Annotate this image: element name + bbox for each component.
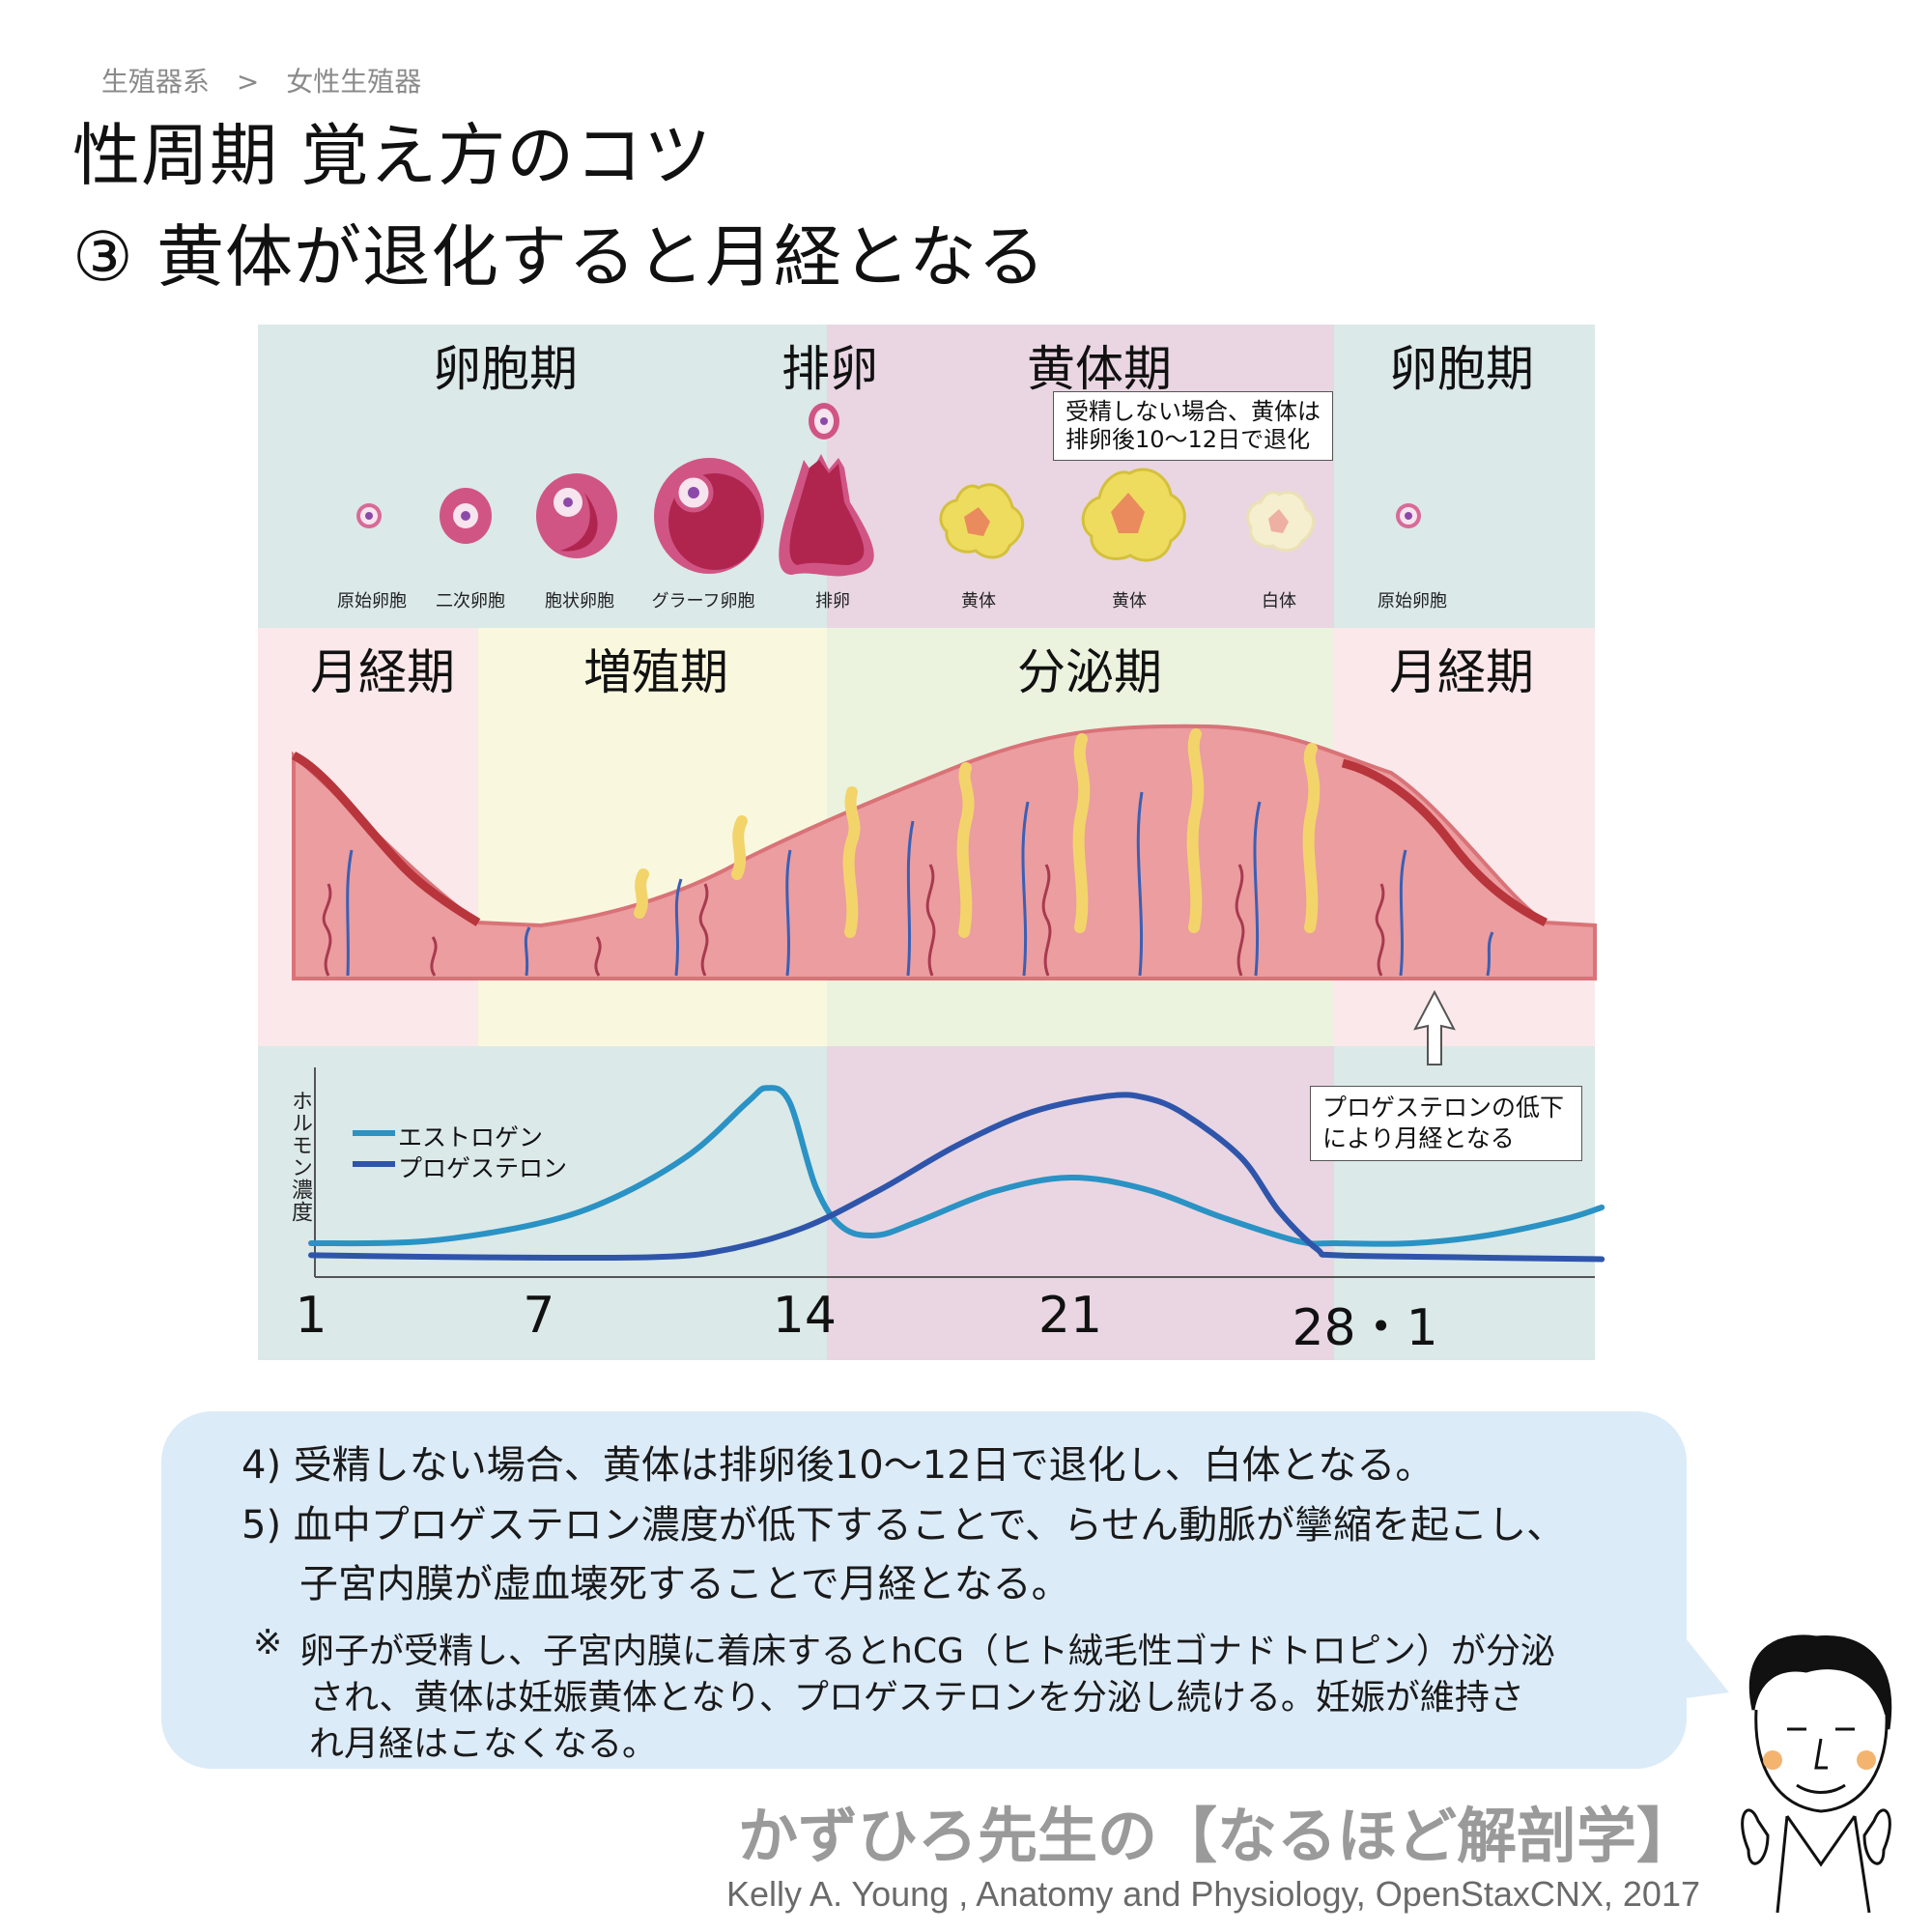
y-axis-label: ホルモン濃度 [288, 1090, 312, 1223]
page-title: 性周期 覚え方のコツ [72, 116, 713, 195]
explanation-line-5b: 子宮内膜が虚血壊死することで月経となる。 [299, 1562, 1070, 1606]
hormone-chart [308, 1067, 1605, 1278]
page-subtitle: ③ 黄体が退化すると月経となる [72, 217, 1046, 297]
progesterone-line [308, 1092, 1605, 1263]
note-line: 受精しない場合、黄体は [1065, 398, 1321, 425]
phase-label-ovulation: 排卵 [781, 341, 878, 397]
note-line-2: され、黄体は妊娠黄体となり、プロゲステロンを分泌し続ける。妊娠が維持さ [309, 1678, 1524, 1718]
ovulation-icon [779, 403, 874, 577]
breadcrumb: 生殖器系 > 女性生殖器 [84, 29, 448, 99]
follicle-label: 二次卵胞 [436, 591, 505, 611]
corpus-luteum-note: 受精しない場合、黄体は 排卵後10〜12日で退化 [1053, 391, 1333, 461]
legend-estrogen: エストロゲン [398, 1123, 544, 1151]
hormone-follicular-band [258, 1046, 827, 1360]
phase-label-menstrual: 月経期 [310, 644, 455, 700]
corpus-albicans-icon [1246, 491, 1316, 553]
graafian-follicle-icon [654, 458, 764, 574]
phase-label-secretory: 分泌期 [1017, 644, 1162, 700]
breadcrumb-item-female-reproductive[interactable]: 女性生殖器 [286, 66, 422, 98]
up-arrow-icon [1413, 989, 1456, 1065]
follicle-label: 原始卵胞 [337, 591, 407, 611]
x-tick-label: 28・1 [1292, 1299, 1438, 1357]
primordial-follicle-icon [356, 503, 382, 528]
ovary-luteal-band [827, 325, 1334, 628]
note-line: により月経となる [1322, 1124, 1515, 1152]
ovary-follicular-band-2 [1334, 325, 1595, 628]
phase-label-follicular-2: 卵胞期 [1389, 341, 1534, 397]
note-line-3: れ月経はこなくなる。 [309, 1724, 658, 1764]
brand-title: かずひろ先生の【なるほど解剖学】 [737, 1801, 1696, 1871]
phase-label-proliferative: 増殖期 [583, 644, 728, 700]
explanation-line-4: 4) 受精しない場合、黄体は排卵後10〜12日で退化し、白体となる。 [242, 1443, 1435, 1488]
x-tick-label: 14 [772, 1287, 837, 1345]
follicle-label: 原始卵胞 [1378, 591, 1447, 611]
phase-label-follicular: 卵胞期 [433, 341, 578, 397]
note-line-1: 卵子が受精し、子宮内膜に着床するとhCG（ヒト絨毛性ゴナドトロピン）が分泌 [299, 1632, 1555, 1671]
x-tick-label: 1 [295, 1287, 327, 1345]
note-line: プロゲステロンの低下 [1322, 1094, 1565, 1122]
phase-label-menstrual-2: 月経期 [1389, 644, 1534, 700]
explanation-bubble [161, 1411, 1687, 1769]
corpus-luteum-large-icon [1081, 468, 1186, 562]
primordial-follicle-icon-2 [1396, 503, 1421, 528]
estrogen-line [308, 1085, 1605, 1247]
legend-estrogen-swatch [353, 1130, 395, 1136]
legend-progesterone: プロゲステロン [398, 1154, 568, 1182]
breadcrumb-item-reproductive-system[interactable]: 生殖器系 [100, 66, 210, 98]
endometrium-illustration [291, 724, 1597, 980]
corpus-luteum-icon [939, 483, 1024, 559]
antral-follicle-icon [536, 473, 617, 558]
secondary-follicle-icon [440, 488, 492, 544]
follicle-label: 白体 [1262, 591, 1296, 611]
note-mark: ※ [253, 1623, 283, 1662]
breadcrumb-separator: > [236, 66, 260, 98]
follicle-label: 胞状卵胞 [545, 591, 614, 611]
x-tick-label: 21 [1037, 1287, 1103, 1345]
follicle-label: グラーフ卵胞 [651, 591, 755, 611]
progesterone-drop-note: プロゲステロンの低下 により月経となる [1310, 1086, 1582, 1161]
legend-progesterone-swatch [353, 1161, 395, 1167]
note-line: 排卵後10〜12日で退化 [1065, 426, 1311, 453]
explanation-line-5a: 5) 血中プロゲステロン濃度が低下することで、らせん動脈が攣縮を起こし、 [242, 1503, 1566, 1548]
doctor-mascot-icon [1741, 1634, 1892, 1914]
follicle-label: 黄体 [1112, 591, 1147, 611]
follicle-label: 排卵 [815, 591, 850, 611]
follicle-label: 黄体 [961, 591, 996, 611]
phase-label-luteal: 黄体期 [1027, 341, 1172, 397]
citation: Kelly A. Young , Anatomy and Physiology,… [726, 1874, 1700, 1914]
x-tick-label: 7 [523, 1287, 555, 1345]
